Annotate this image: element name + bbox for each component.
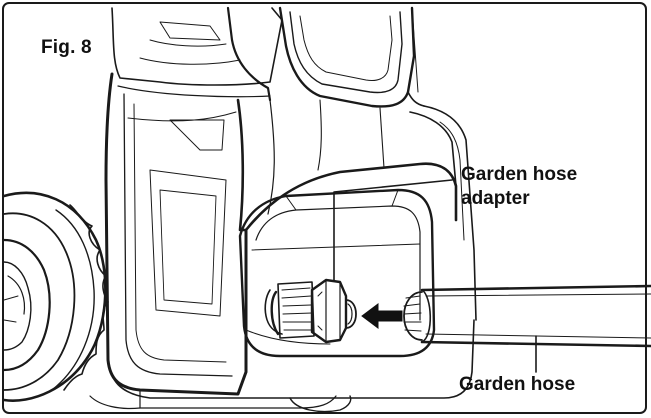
inlet-recess: [238, 188, 436, 358]
lower-base: [89, 319, 475, 413]
main-body: [104, 72, 458, 396]
side-panel: [423, 105, 477, 321]
insertion-arrow: [361, 303, 403, 329]
figure-number: Fig. 8: [39, 37, 94, 59]
callout-garden-hose: Garden hose: [459, 374, 576, 395]
wheel: [2, 191, 109, 402]
garden-hose: [403, 284, 651, 348]
callout-adapter-line-2: adapter: [461, 188, 530, 209]
callout-garden-hose-adapter: Garden hose adapter: [461, 163, 611, 211]
callout-adapter-line-1: Garden hose: [461, 164, 578, 185]
garden-hose-adapter: [310, 278, 357, 344]
inlet-fitting: [264, 281, 315, 339]
upper-body: [111, 6, 425, 108]
adapter-leader-line: [333, 179, 453, 281]
